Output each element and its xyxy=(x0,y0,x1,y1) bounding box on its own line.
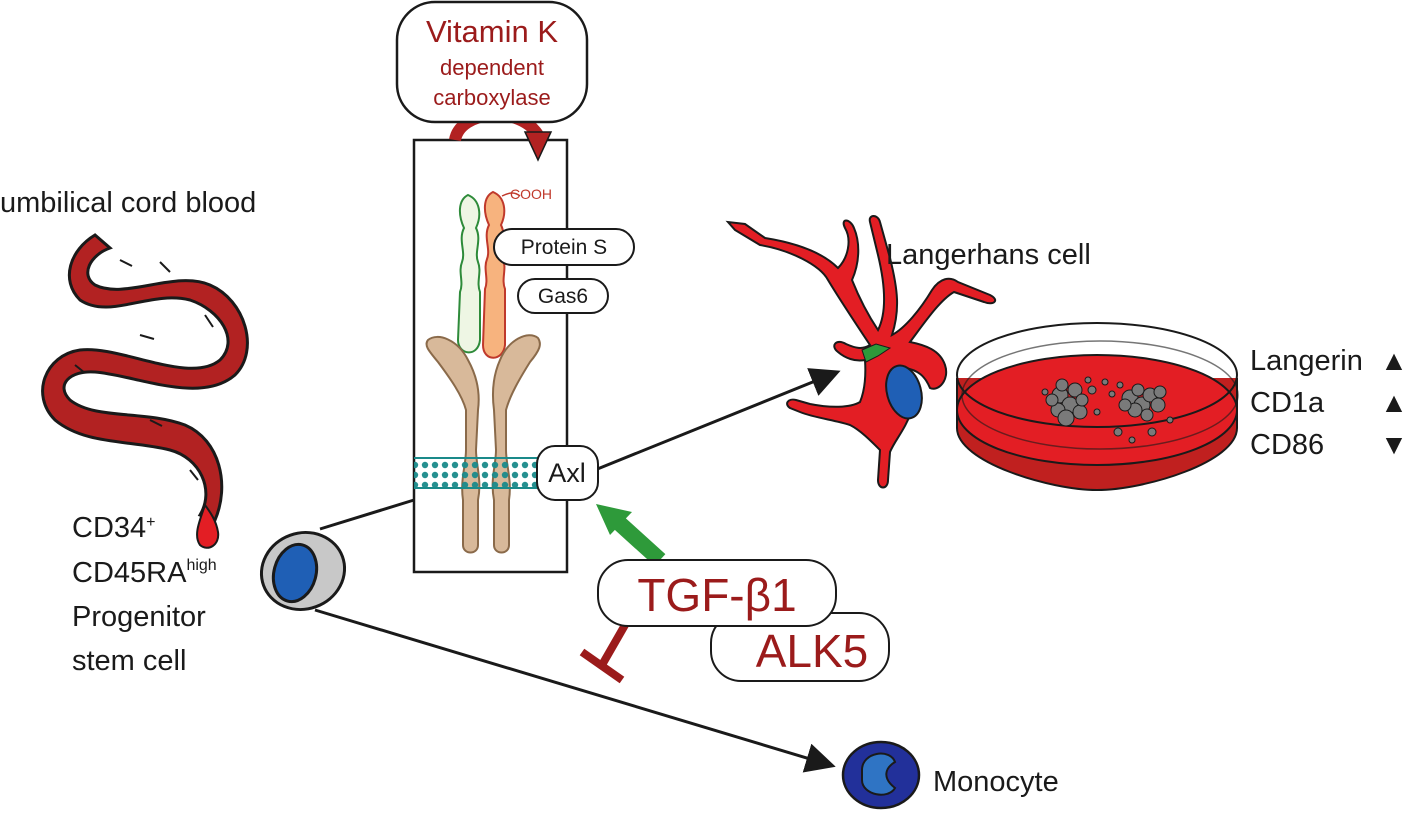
gas6-ligand xyxy=(481,190,506,359)
cooh-label: COOH xyxy=(510,186,552,202)
progenitor-label: Progenitor xyxy=(72,601,206,633)
axl-receptor-right xyxy=(491,334,541,554)
vitamin-k-title: Vitamin K xyxy=(426,14,558,49)
axl-text: Axl xyxy=(548,458,586,488)
gas6-text: Gas6 xyxy=(538,285,588,308)
marker-cd1a: CD1a xyxy=(1250,387,1325,419)
axl-receptor-left xyxy=(425,335,481,554)
inhibition-bar xyxy=(598,623,629,667)
cd34-label: CD34+ xyxy=(72,512,156,544)
marker-langerin: Langerin xyxy=(1250,345,1363,377)
alk5-text: ALK5 xyxy=(756,625,869,677)
protein-s-text: Protein S xyxy=(521,236,607,259)
cell-clusters xyxy=(1041,376,1174,444)
marker-cd86-arrow: ▼ xyxy=(1380,429,1408,460)
umbilical-cord-label: umbilical cord blood xyxy=(0,187,256,219)
marker-langerin-arrow: ▲ xyxy=(1380,345,1408,376)
protein-s-pill xyxy=(493,228,635,266)
green-activation-arrow xyxy=(612,516,666,566)
petri-dish xyxy=(956,322,1239,492)
gas6-pill xyxy=(517,278,609,314)
langerhans-label: Langerhans cell xyxy=(886,239,1091,271)
umbilical-cord xyxy=(41,233,249,549)
progenitor-cell xyxy=(259,531,347,611)
arrow-to-langerhans xyxy=(589,368,841,474)
stem-cell-label: stem cell xyxy=(72,645,186,677)
monocyte-cell xyxy=(841,740,921,810)
vitamin-k-carboxylase: carboxylase xyxy=(433,85,550,110)
marker-cd86: CD86 xyxy=(1250,429,1324,461)
marker-cd1a-arrow: ▲ xyxy=(1380,387,1408,418)
protein-s-ligand xyxy=(456,193,481,354)
langerhans-cell xyxy=(725,215,997,489)
monocyte-label: Monocyte xyxy=(933,766,1059,798)
blood-drop xyxy=(196,502,220,549)
vitamin-k-dependent: dependent xyxy=(440,55,544,80)
arrow-to-receptor xyxy=(319,498,415,531)
cd45ra-label: CD45RAhigh xyxy=(72,557,217,589)
axl-pill xyxy=(536,445,599,501)
vitamin-k-box xyxy=(395,0,589,124)
tgf-text: TGF-β1 xyxy=(637,569,796,621)
arrow-to-monocyte xyxy=(314,608,836,773)
tgf-pill xyxy=(597,559,837,627)
